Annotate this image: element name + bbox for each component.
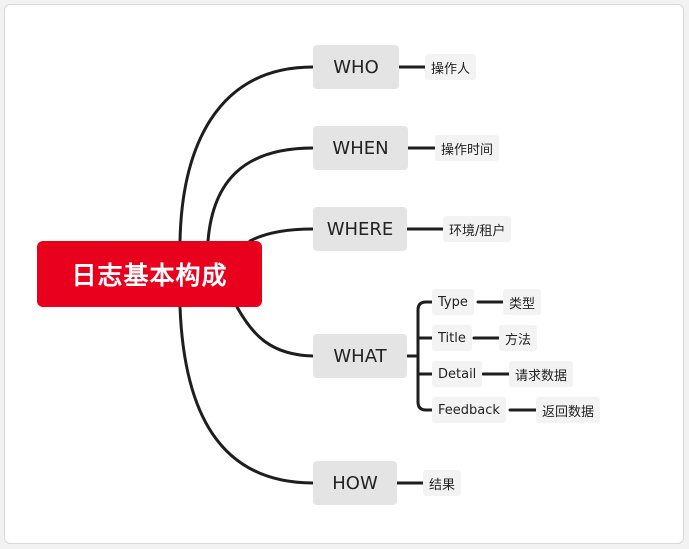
link-what-bracket	[405, 300, 434, 412]
sub-type[interactable]: Type	[432, 289, 474, 315]
leaf-feedback[interactable]: 返回数据	[536, 397, 601, 423]
link-root-where	[248, 227, 315, 243]
leaf-when[interactable]: 操作时间	[435, 135, 500, 161]
leaf-how[interactable]: 结果	[423, 470, 462, 496]
leaf-detail[interactable]: 请求数据	[509, 361, 574, 387]
branch-when[interactable]: WHEN	[313, 126, 408, 170]
sub-detail[interactable]: Detail	[432, 361, 483, 387]
sub-feedback[interactable]: Feedback	[432, 397, 506, 423]
leaf-type[interactable]: 类型	[503, 289, 542, 315]
leaf-where[interactable]: 环境/租户	[443, 216, 512, 242]
branch-what[interactable]: WHAT	[313, 334, 407, 378]
root-node[interactable]: 日志基本构成	[37, 241, 262, 307]
branch-where[interactable]: WHERE	[313, 207, 407, 251]
link-root-what	[235, 305, 315, 358]
link-root-who	[178, 65, 315, 243]
leaf-title[interactable]: 方法	[499, 325, 538, 351]
branch-how[interactable]: HOW	[313, 461, 397, 505]
sub-title[interactable]: Title	[432, 325, 472, 351]
leaf-who[interactable]: 操作人	[425, 54, 477, 80]
branch-who[interactable]: WHO	[313, 45, 399, 89]
link-root-when	[206, 146, 315, 243]
link-root-how	[178, 305, 315, 485]
